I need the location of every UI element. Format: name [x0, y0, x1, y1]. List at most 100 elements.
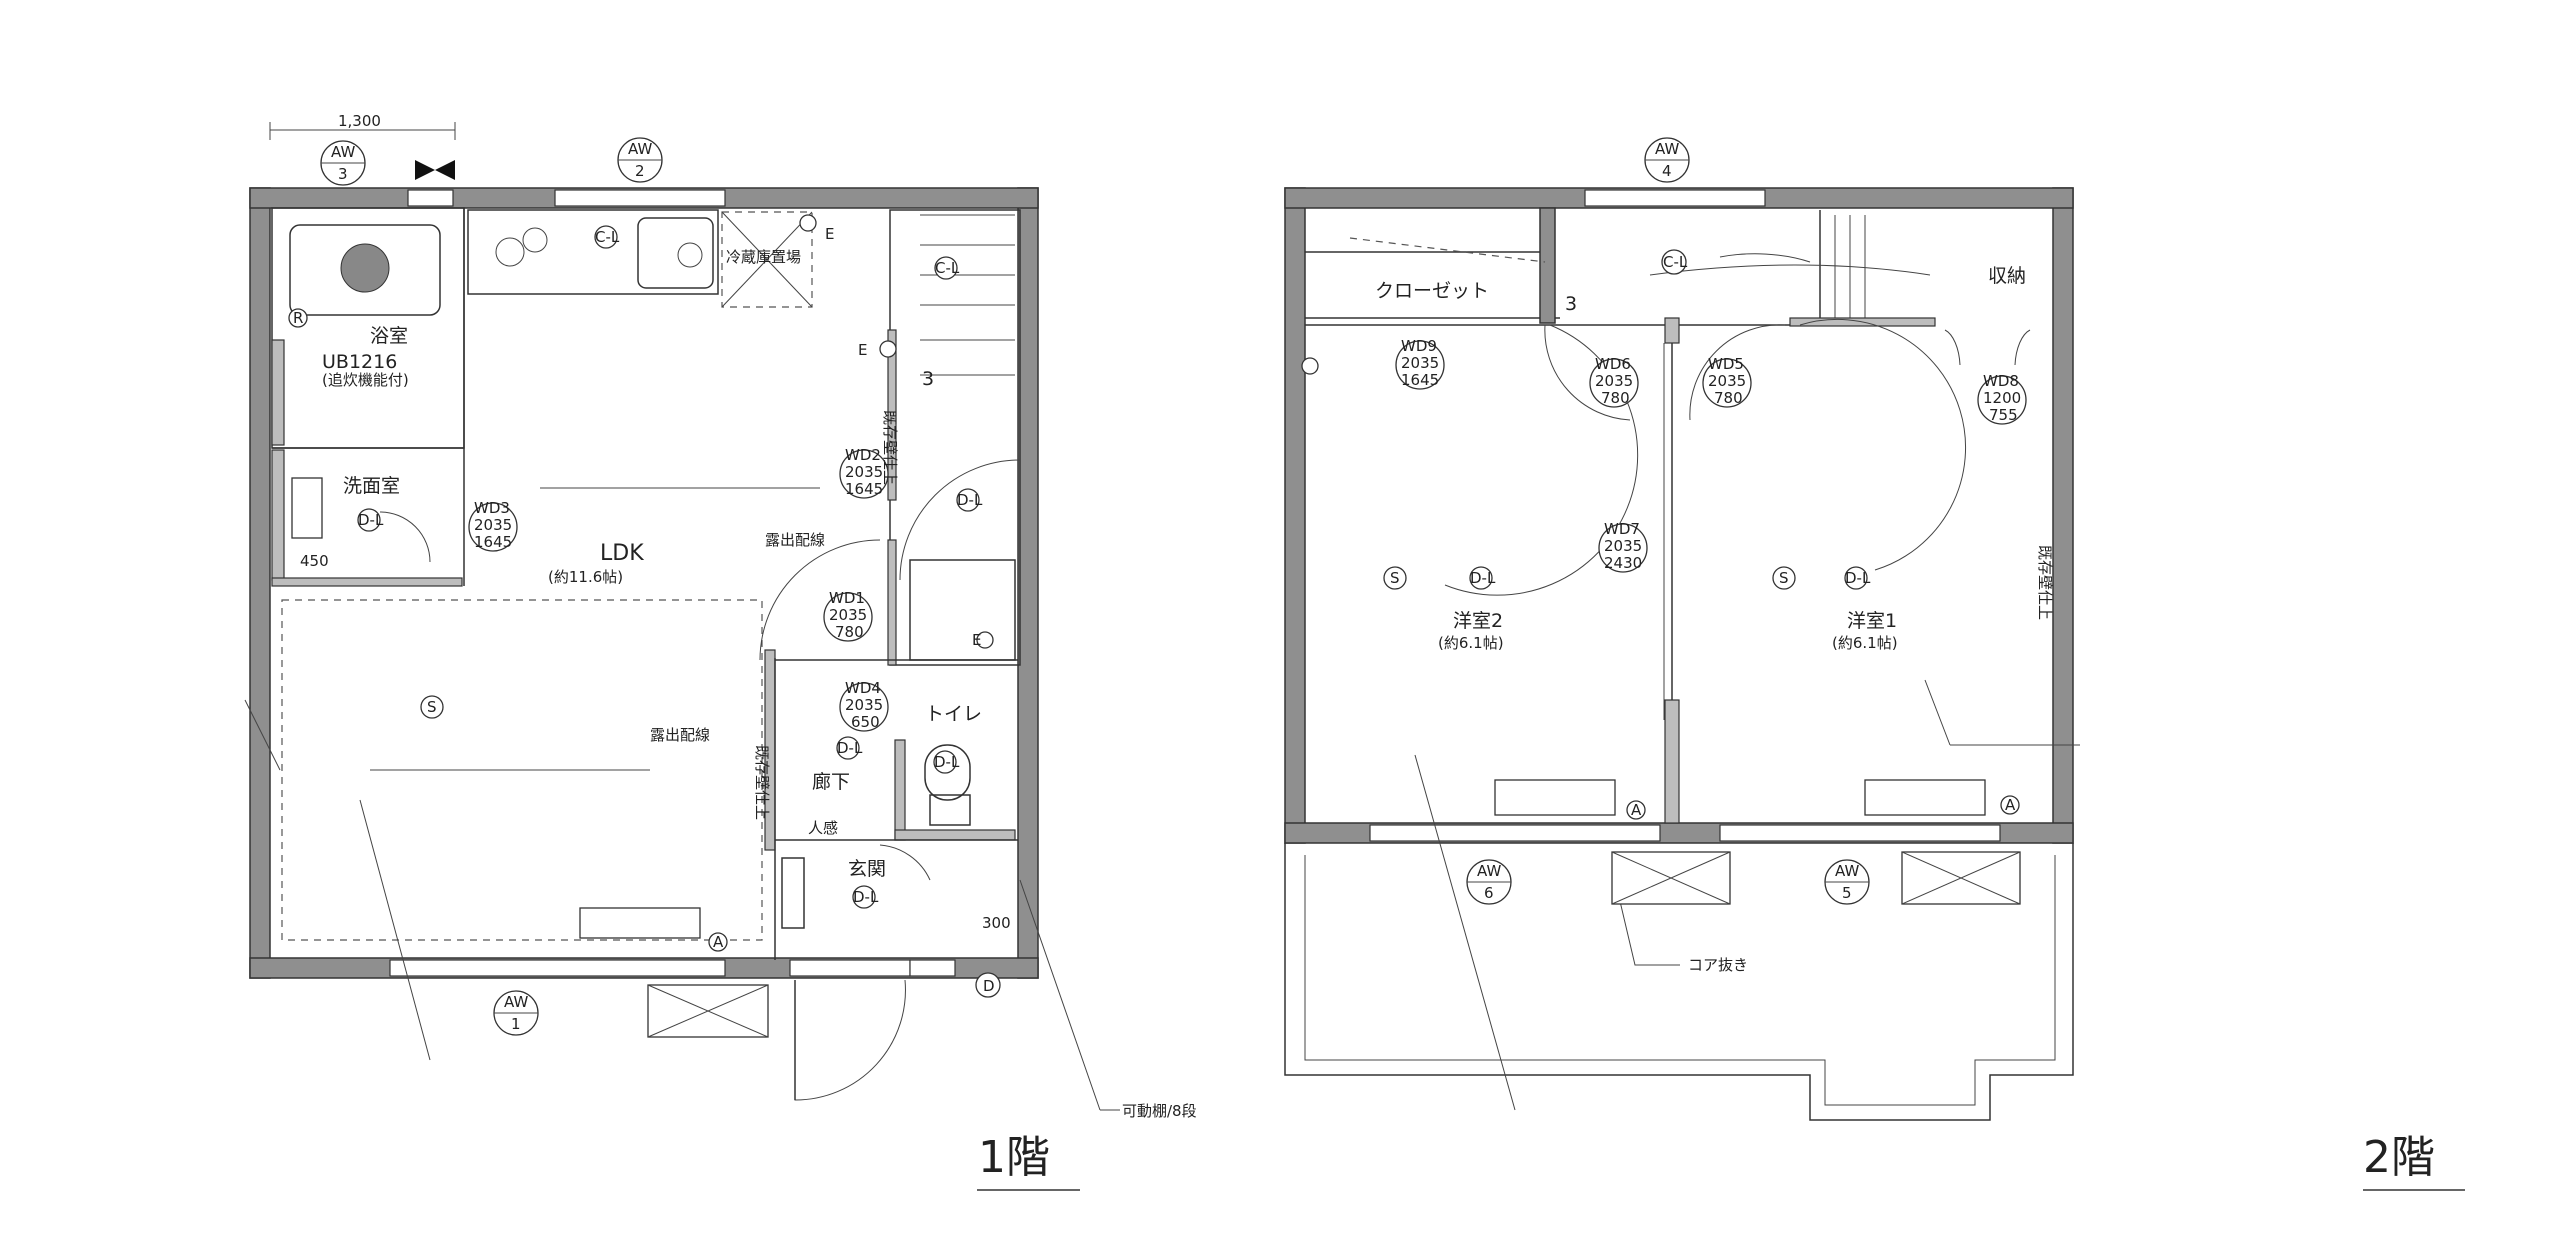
door-tag-wd6	[1589, 358, 1639, 408]
downlight-stair-label: D-L	[957, 491, 983, 509]
room-label-bath: 浴室	[370, 325, 408, 347]
ldk-dashed-area	[281, 599, 763, 941]
door-tag-wd7-code: WD7	[1604, 520, 1640, 538]
window-aw1-opening	[389, 959, 726, 977]
door-tag-wd3-code: WD3	[474, 499, 510, 517]
downlight-entrance-label: D-L	[853, 888, 879, 906]
floor-title-1f: 1階	[978, 1132, 1050, 1183]
wd8-swing-2	[2014, 329, 2031, 366]
storage-swing	[1719, 253, 1811, 263]
door-tag-wd1	[823, 592, 873, 642]
door-tag-wd3-h: 2035	[474, 516, 512, 534]
room-label-closet: クローゼット	[1375, 280, 1489, 302]
sink-drain	[677, 242, 703, 268]
balcony-inner	[1304, 855, 2056, 1106]
room-label-ldk-size: (約11.6帖)	[548, 568, 623, 586]
door-tag-wd9-code: WD9	[1401, 337, 1437, 355]
outdoor-unit-2f-1-x2	[1611, 851, 1731, 905]
fridge-space	[721, 211, 813, 308]
leader-line-2f-east	[1924, 679, 1951, 746]
room-label-western1-size: (約6.1帖)	[1832, 634, 1898, 652]
room-label-fridge: 冷蔵庫置場	[726, 248, 801, 266]
wash-bottom-hatch	[271, 577, 463, 587]
stair-step-2f: 3	[1565, 293, 1577, 315]
door-tag-wd5-w: 780	[1714, 389, 1743, 407]
kitchen-sink	[637, 217, 714, 289]
window-tag-aw3-code: AW	[331, 143, 355, 161]
shelf-leader	[1019, 879, 1101, 1111]
door-tag-wd9-w: 1645	[1401, 371, 1439, 389]
window-aw4-opening	[1584, 189, 1766, 207]
stove-burner-2	[522, 227, 548, 253]
downlight-toilet-label: D-L	[934, 753, 960, 771]
smoke-detector-room2-label: S	[1390, 569, 1400, 587]
stove-burner-1	[495, 237, 525, 267]
window-tag-aw3-num: 3	[338, 165, 348, 183]
door-tag-wd6-w: 780	[1601, 389, 1630, 407]
wd5-swing	[1799, 318, 1967, 571]
downlight-room1-label: D-L	[1845, 569, 1871, 587]
downlight-hall	[836, 736, 860, 760]
downlight-wash-label: D-L	[358, 511, 384, 529]
door-tag-wd2	[839, 449, 889, 499]
window-aw2-opening	[554, 189, 726, 207]
fridge-x-2	[721, 211, 813, 308]
door-tag-wd9	[1395, 340, 1445, 390]
wd5b-swing	[1689, 324, 1786, 421]
door-tag-wd4	[839, 682, 889, 732]
note-exposed-wiring-2: 露出配線	[650, 726, 710, 744]
smoke-detector-room1	[1772, 566, 1796, 590]
entrance-frame	[909, 959, 956, 977]
dimension-entry: 300	[982, 914, 1011, 932]
dimension-top: 1,300	[338, 112, 381, 130]
room-label-washroom: 洗面室	[343, 475, 400, 497]
note-existing-finish-2: 既存壁仕上	[753, 745, 771, 820]
note-existing-finish-2f: 既存壁仕上	[2036, 545, 2054, 620]
window-tag-aw2-num: 2	[635, 162, 645, 180]
downlight-room2	[1469, 566, 1493, 590]
window-aw3-opening	[407, 189, 454, 207]
leader-line-2f	[1414, 754, 1516, 1111]
wall-east-1f	[1017, 187, 1039, 979]
window-tag-aw5-code: AW	[1835, 862, 1859, 880]
a-mark-1f	[708, 932, 728, 952]
door-tag-wd6-code: WD6	[1595, 355, 1631, 373]
downlight-room1	[1844, 566, 1868, 590]
toilet-wall-hatch	[894, 739, 906, 841]
outdoor-unit-2f-2-x2	[1901, 851, 2021, 905]
ldk-radiator	[579, 907, 701, 939]
note-motion-sensor: 人感	[808, 819, 838, 837]
outdoor-unit-1f-x2	[647, 984, 769, 1038]
door-tag-wd8-code: WD8	[1983, 372, 2019, 390]
leader-line-west	[244, 699, 281, 771]
first-floor-plan	[244, 122, 1120, 1191]
door-tag-wd6-h: 2035	[1595, 372, 1633, 390]
window-tag-aw1-num: 1	[511, 1015, 521, 1033]
a-mark-2f-2-label: A	[2005, 796, 2016, 814]
door-tag-wd2-w: 1645	[845, 480, 883, 498]
dimension-wash: 450	[300, 552, 329, 570]
room-label-western2: 洋室2	[1453, 610, 1503, 632]
closet-unit	[909, 559, 1016, 661]
a-mark-2f-2	[2000, 795, 2020, 815]
smoke-detector-ldk	[420, 695, 444, 719]
door-tag-wd8	[1977, 375, 2027, 425]
entrance-door-swing	[794, 979, 906, 1101]
r-mark-label: R	[293, 309, 303, 327]
closet-dash	[1349, 237, 1546, 263]
door-tag-wd5-h: 2035	[1708, 372, 1746, 390]
core-leader	[1614, 879, 1680, 966]
room-label-storage: 収納	[1988, 265, 2026, 287]
room-label-bath-spec: UB1216	[322, 351, 397, 373]
door-tag-wd2-h: 2035	[845, 463, 883, 481]
washbasin	[291, 477, 323, 539]
storage-arrow	[1649, 264, 1931, 276]
window-tag-aw2-code: AW	[628, 140, 652, 158]
vent-symbol	[415, 160, 455, 180]
room-label-western2-size: (約6.1帖)	[1438, 634, 1504, 652]
door-tag-wd5	[1702, 358, 1752, 408]
closet-divider	[1539, 207, 1556, 324]
wall-west-1f	[249, 187, 271, 979]
